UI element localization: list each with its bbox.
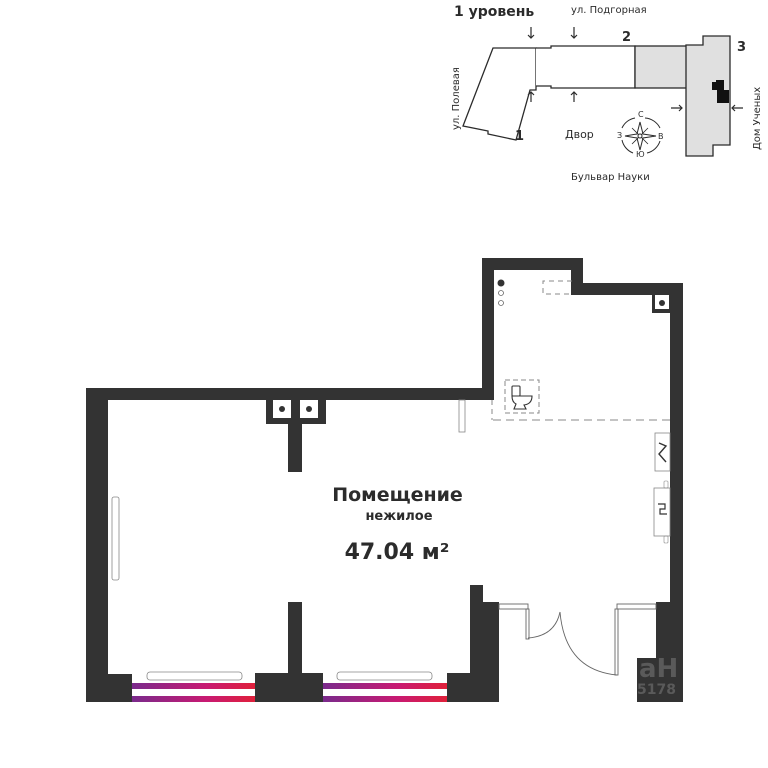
street-label-top: ул. Подгорная [571, 5, 647, 16]
sink-zone-dashed [542, 280, 572, 295]
watermark: aH 5178 [637, 658, 683, 702]
watermark-line2: 5178 [637, 682, 676, 698]
toilet-zone-dashed [504, 379, 540, 414]
arrow-down-icon [570, 27, 578, 39]
compass-east-label: В [658, 132, 664, 141]
thin-partition [458, 399, 466, 433]
meter-box [653, 487, 671, 537]
window-left [132, 671, 256, 702]
arrow-left-icon [731, 104, 743, 112]
ventilation-shafts [273, 295, 669, 418]
compass-icon [621, 117, 661, 154]
compass-west-label: З [617, 131, 623, 140]
radiator-left-wall [111, 496, 120, 581]
toilet-icon [511, 385, 533, 410]
yard-label: Двор [565, 128, 594, 141]
compass-north-label: С [638, 110, 644, 119]
arrow-up-icon [527, 91, 535, 102]
arrow-right-icon [671, 104, 683, 112]
walls [86, 258, 683, 702]
entrance-door[interactable] [498, 603, 657, 676]
compass-south-label: Ю [636, 150, 645, 159]
section-number-1: 1 [515, 129, 525, 144]
lightning-icon [658, 442, 668, 463]
level-title: 1 уровень [454, 4, 535, 20]
window-right [323, 671, 447, 702]
watermark-line1: aH [639, 658, 679, 684]
arrow-down-icon [527, 27, 535, 39]
room-subtitle: нежилое [365, 509, 433, 524]
electrical-panel [654, 432, 671, 472]
section-3-outline [685, 35, 731, 157]
arrow-up-icon [570, 91, 578, 102]
street-label-bottom: Бульвар Науки [571, 172, 650, 183]
selected-unit-marker [712, 80, 729, 103]
section-number-3: 3 [737, 40, 747, 55]
section-number-2: 2 [622, 30, 632, 45]
entrance-arrows [527, 27, 743, 112]
room-title: Помещение [332, 484, 463, 506]
riser-pipes [497, 279, 505, 306]
room-area: 47.04 м² [344, 540, 450, 565]
section-2-shaded [634, 45, 688, 89]
meter-symbol [658, 503, 667, 515]
